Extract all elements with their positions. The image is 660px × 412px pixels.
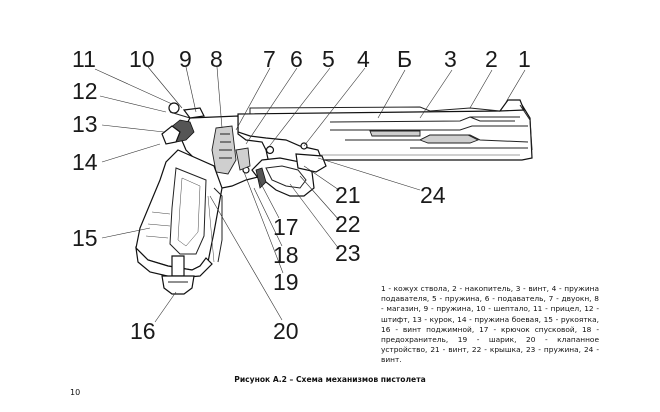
callout-14: 14 [72, 149, 98, 175]
callout-22: 22 [335, 211, 361, 237]
parts-legend: 1 - кожух ствола, 2 - накопитель, 3 - ви… [381, 284, 599, 365]
callout-10: 10 [129, 46, 155, 72]
callout-labels: 11 10 9 8 7 6 5 4 Б 3 2 1 12 13 14 15 16… [72, 46, 531, 344]
callout-15: 15 [72, 225, 98, 251]
callout-11: 11 [72, 46, 96, 72]
clamp-screw [161, 275, 195, 295]
callout-23: 23 [335, 240, 361, 266]
callout-17: 17 [273, 214, 299, 240]
callout-3: 3 [444, 46, 457, 72]
callout-9: 9 [179, 46, 192, 72]
callout-12: 12 [72, 78, 98, 104]
callout-2: 2 [485, 46, 498, 72]
page-number: 10 [70, 388, 81, 397]
pistol-drawing [135, 99, 533, 295]
rear-sight-knob [168, 102, 180, 114]
callout-16: 16 [130, 318, 156, 344]
callout-18: 18 [273, 242, 299, 268]
callout-1: 1 [518, 46, 531, 72]
callout-8: 8 [210, 46, 223, 72]
callout-7: 7 [263, 46, 276, 72]
callout-21: 21 [335, 182, 361, 208]
callout-24: 24 [420, 182, 446, 208]
callout-4: 4 [357, 46, 370, 72]
callout-20: 20 [273, 318, 299, 344]
callout-b: Б [397, 46, 412, 72]
callout-6: 6 [290, 46, 303, 72]
figure-caption: Рисунок А.2 – Схема механизмов пистолета [234, 375, 426, 384]
callout-5: 5 [322, 46, 335, 72]
leader-lines [94, 66, 526, 323]
callout-13: 13 [72, 111, 98, 137]
callout-19: 19 [273, 269, 299, 295]
